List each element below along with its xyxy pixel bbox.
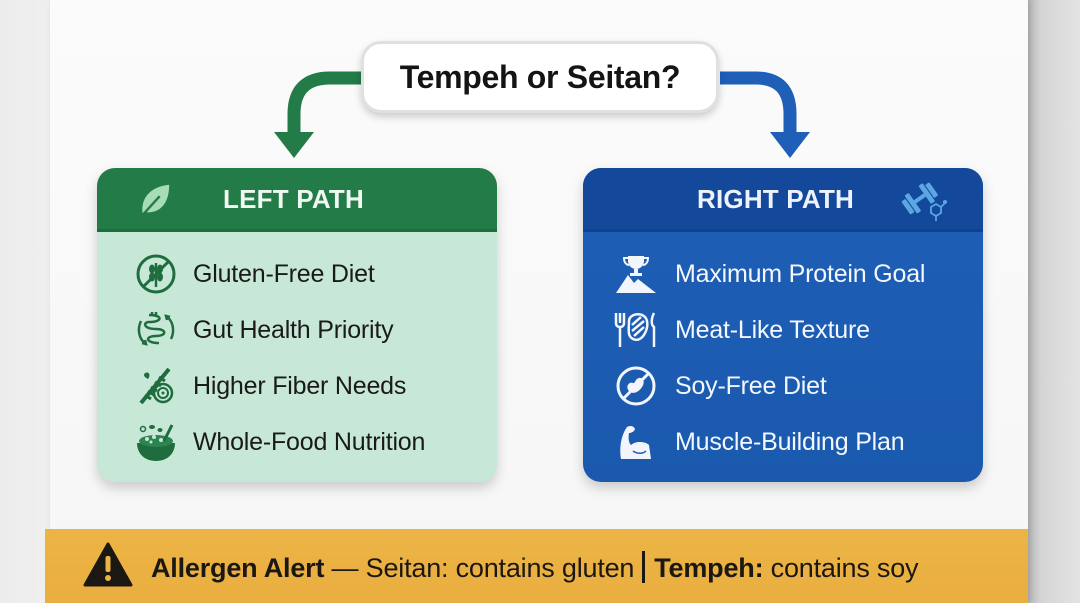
dumbbell-molecule-icon (901, 182, 947, 221)
item-label: Whole-Food Nutrition (193, 427, 426, 456)
item-label: Muscle-Building Plan (675, 427, 905, 456)
right-panel-header: RIGHT PATH (583, 168, 983, 232)
alert-heading: Allergen Alert (151, 553, 325, 583)
right-panel-title: RIGHT PATH (697, 184, 855, 214)
tempeh-allergen: contains soy (763, 553, 919, 583)
item-label: Soy-Free Diet (675, 371, 827, 400)
allergen-alert-bar: Allergen Alert — Seitan: contains gluten… (45, 529, 1028, 603)
no-soy-icon (613, 363, 659, 409)
right-arrow-icon (720, 71, 810, 158)
right-item-muscle: Muscle-Building Plan (583, 414, 983, 470)
left-panel-title: LEFT PATH (223, 184, 364, 214)
left-panel-header: LEFT PATH (97, 168, 497, 232)
warning-icon (83, 542, 133, 587)
seitan-allergen: Seitan: contains gluten (365, 553, 635, 583)
left-item-fiber: Higher Fiber Needs (97, 358, 497, 414)
right-item-max-protein: Maximum Protein Goal (583, 246, 983, 302)
tempeh-label: Tempeh: (654, 553, 764, 583)
alert-message: Allergen Alert — Seitan: contains gluten… (151, 551, 919, 584)
item-label: Gut Health Priority (193, 315, 394, 344)
page-title: Tempeh or Seitan? (399, 58, 681, 95)
item-label: Meat-Like Texture (675, 315, 870, 344)
fiber-icon (133, 363, 179, 409)
item-label: Gluten-Free Diet (193, 259, 375, 288)
alert-dash: — (324, 553, 366, 583)
right-path-panel: RIGHT PATH (583, 168, 983, 482)
no-wheat-icon (133, 251, 179, 297)
separator (642, 551, 646, 583)
background-edge (1028, 0, 1080, 603)
leaf-icon (139, 184, 170, 218)
left-path-panel: LEFT PATH Gluten-Free Diet (97, 168, 497, 482)
left-item-whole-food: Whole-Food Nutrition (97, 414, 497, 470)
item-label: Maximum Protein Goal (675, 259, 926, 288)
right-item-soy-free: Soy-Free Diet (583, 358, 983, 414)
question-box: Tempeh or Seitan? (361, 41, 719, 113)
left-arrow-icon (274, 71, 365, 158)
flexed-arm-icon (613, 419, 659, 465)
item-label: Higher Fiber Needs (193, 371, 407, 400)
left-item-gut-health: Gut Health Priority (97, 302, 497, 358)
bowl-icon (133, 419, 179, 465)
right-item-meat-texture: Meat-Like Texture (583, 302, 983, 358)
intestine-icon (133, 307, 179, 353)
left-item-gluten-free: Gluten-Free Diet (97, 246, 497, 302)
trophy-mountain-icon (613, 251, 659, 297)
steak-plate-icon (613, 307, 659, 353)
